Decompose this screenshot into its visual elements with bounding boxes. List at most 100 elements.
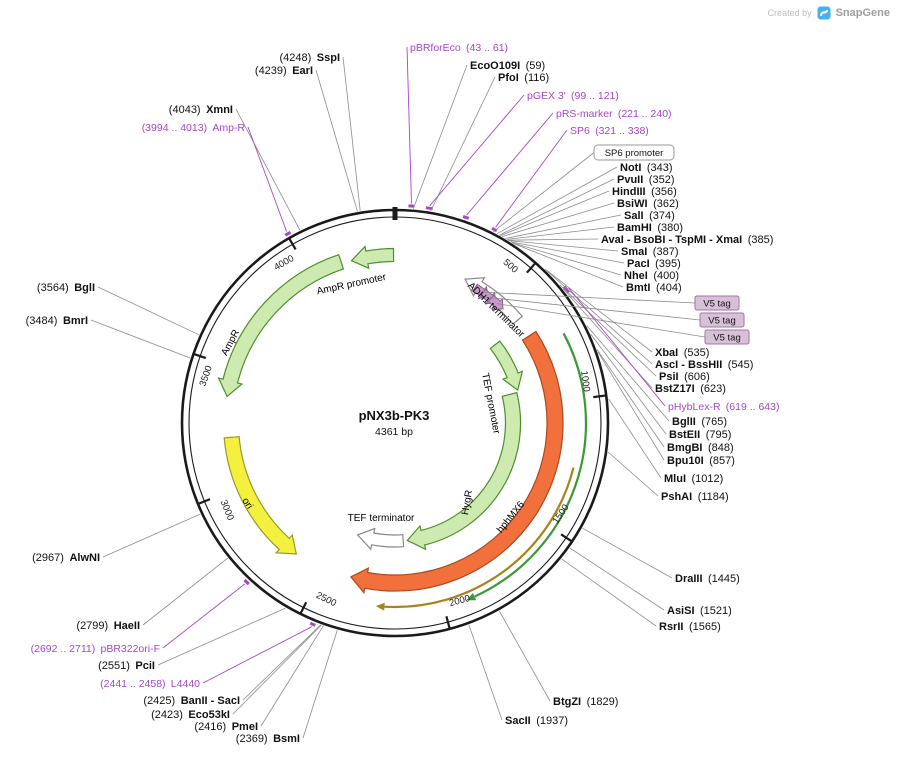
site-label-Eco53kI[interactable]: (2423) Eco53kI [151, 709, 230, 721]
site-label-EcoO109I[interactable]: EcoO109I (59) [470, 60, 545, 72]
sp6-box-leader [493, 152, 595, 233]
leader-EcoO109I [412, 64, 468, 209]
site-label-BmgBI[interactable]: BmgBI (848) [667, 442, 734, 454]
leader-BanII-SacI [242, 624, 322, 701]
site-label-EarI[interactable]: (4239) EarI [255, 65, 313, 77]
primer-leader-Amp-R [247, 126, 288, 232]
feature-label-tef-terminator[interactable]: TEF terminator [348, 513, 415, 524]
v5-tag-box[interactable] [699, 312, 745, 328]
marker-arc-green[interactable] [474, 332, 588, 598]
primer-region-pRS-marker[interactable] [462, 214, 470, 220]
feature-hphmx6[interactable] [349, 330, 564, 595]
site-label-BsiWI[interactable]: BsiWI (362) [617, 198, 679, 210]
site-label-BanII-SacI[interactable]: (2425) BanII - SacI [143, 695, 240, 707]
primer-leader-SP6 [495, 129, 568, 228]
feature-tef-promoter[interactable] [489, 340, 524, 392]
v5-tag-box-label: V5 tag [713, 333, 740, 344]
feature-ori[interactable] [223, 435, 298, 555]
primer-region-Amp-R[interactable] [284, 230, 292, 237]
site-label-PfoI[interactable]: PfoI (116) [498, 72, 549, 84]
snapgene-logo-icon [817, 6, 831, 20]
primer-label-pBR322ori-F[interactable]: (2692 .. 2711) pBR322ori-F [31, 643, 160, 655]
tick-3500 [192, 352, 207, 360]
site-label-NheI[interactable]: NheI (400) [624, 270, 679, 282]
leader-BmrI [90, 319, 191, 359]
leader-PmeI [260, 625, 324, 727]
primer-label-pGEX3'[interactable]: pGEX 3' (99 .. 121) [527, 90, 619, 102]
feature-label-tef-promoter[interactable]: TEF promoter [479, 372, 502, 435]
site-label-AlwNI[interactable]: (2967) AlwNI [32, 552, 100, 564]
site-label-PacI[interactable]: PacI (395) [627, 258, 681, 270]
primer-label-SP6[interactable]: SP6 (321 .. 338) [570, 125, 649, 137]
site-label-AscI-BssHII[interactable]: AscI - BssHII (545) [655, 359, 753, 371]
leader-SalI [505, 214, 622, 239]
site-label-AvaI-BsoBI-TspMI-XmaI[interactable]: AvaI - BsoBI - TspMI - XmaI (385) [601, 234, 773, 246]
site-label-PvuII[interactable]: PvuII (352) [617, 174, 674, 186]
leader-XbaI [544, 268, 653, 353]
site-label-BglI[interactable]: (3564) BglI [37, 282, 95, 294]
site-label-NotI[interactable]: NotI (343) [620, 162, 673, 174]
site-label-SacII[interactable]: SacII (1937) [505, 715, 568, 727]
site-label-HaeII[interactable]: (2799) HaeII [76, 620, 140, 632]
feature-hygr[interactable] [406, 391, 522, 551]
leader-BtgZI [498, 610, 551, 702]
sp6-promoter-box[interactable] [593, 144, 675, 161]
site-label-SspI[interactable]: (4248) SspI [279, 52, 340, 64]
primer-region-L4440[interactable] [309, 621, 316, 627]
site-label-BstEII[interactable]: BstEII (795) [669, 429, 731, 441]
leader-NotI [496, 166, 618, 235]
primer-region-pBR322ori-F[interactable] [243, 578, 250, 586]
primer-label-pRS-marker[interactable]: pRS-marker (221 .. 240) [556, 108, 672, 120]
v5-box-leader [481, 291, 696, 304]
leader-PshAI [607, 451, 659, 497]
site-label-PciI[interactable]: (2551) PciI [98, 660, 155, 672]
tick-1500 [560, 533, 574, 544]
leader-BsiWI [501, 202, 615, 237]
primer-label-pBRforEco[interactable]: pBRforEco (43 .. 61) [410, 42, 508, 54]
site-label-SmaI[interactable]: SmaI (387) [621, 246, 678, 258]
marker-arc-green-arrowhead [466, 593, 477, 601]
primer-label-Amp-R[interactable]: (3994 .. 4013) Amp-R [142, 122, 246, 134]
site-label-BtgZI[interactable]: BtgZI (1829) [553, 696, 618, 708]
site-label-PmeI[interactable]: (2416) PmeI [194, 721, 258, 733]
brand: Created by SnapGene [768, 6, 890, 20]
site-label-BsmI[interactable]: (2369) BsmI [236, 733, 300, 745]
site-label-HindIII[interactable]: HindIII (356) [612, 186, 677, 198]
site-label-PsiI[interactable]: PsiI (606) [659, 371, 710, 383]
v5-tag-box[interactable] [704, 329, 750, 345]
feature-tef-terminator[interactable] [356, 527, 405, 551]
hph-orf-arc-gold[interactable] [384, 467, 575, 609]
site-label-BmrI[interactable]: (3484) BmrI [26, 315, 88, 327]
tick-1000 [593, 394, 608, 399]
site-label-BamHI[interactable]: BamHI (380) [617, 222, 683, 234]
site-label-Bpu10I[interactable]: Bpu10I (857) [667, 455, 735, 467]
primer-leader-pBRforEco [406, 46, 412, 204]
leader-HindIII [500, 190, 610, 237]
primer-label-L4440[interactable]: (2441 .. 2458) L4440 [100, 678, 200, 690]
leader-SacII [468, 624, 503, 721]
created-by-text: Created by [767, 8, 812, 18]
v5-tag-box[interactable] [694, 295, 740, 311]
site-label-PshAI[interactable]: PshAI (1184) [661, 491, 729, 503]
site-label-RsrII[interactable]: RsrII (1565) [659, 621, 721, 633]
v5-tag-arrow[interactable] [487, 294, 504, 311]
tick-label-3500: 3500 [198, 364, 215, 388]
site-label-BglII[interactable]: BglII (765) [672, 416, 727, 428]
feature-label-ori[interactable]: ori [239, 496, 254, 511]
site-label-AsiSI[interactable]: AsiSI (1521) [667, 605, 732, 617]
site-label-MluI[interactable]: MluI (1012) [664, 473, 723, 485]
primer-region-pGEX3'[interactable] [425, 206, 433, 211]
primer-region-SP6[interactable] [491, 226, 498, 233]
site-label-BstZ17I[interactable]: BstZ17I (623) [655, 383, 726, 395]
site-label-XmnI[interactable]: (4043) XmnI [169, 104, 233, 116]
site-label-SalI[interactable]: SalI (374) [624, 210, 675, 222]
site-label-XbaI[interactable]: XbaI (535) [655, 347, 709, 359]
feature-label-hygr[interactable]: HygR [460, 489, 475, 516]
leader-PacI [510, 241, 625, 264]
site-label-BmtI[interactable]: BmtI (404) [626, 282, 682, 294]
site-label-DraIII[interactable]: DraIII (1445) [675, 573, 740, 585]
primer-label-pHybLex-R[interactable]: pHybLex-R (619 .. 643) [668, 401, 779, 413]
feature-ampr-promoter[interactable] [350, 245, 395, 270]
feature-ampr[interactable] [217, 253, 345, 398]
plasmid-backbone-outer [180, 208, 610, 638]
